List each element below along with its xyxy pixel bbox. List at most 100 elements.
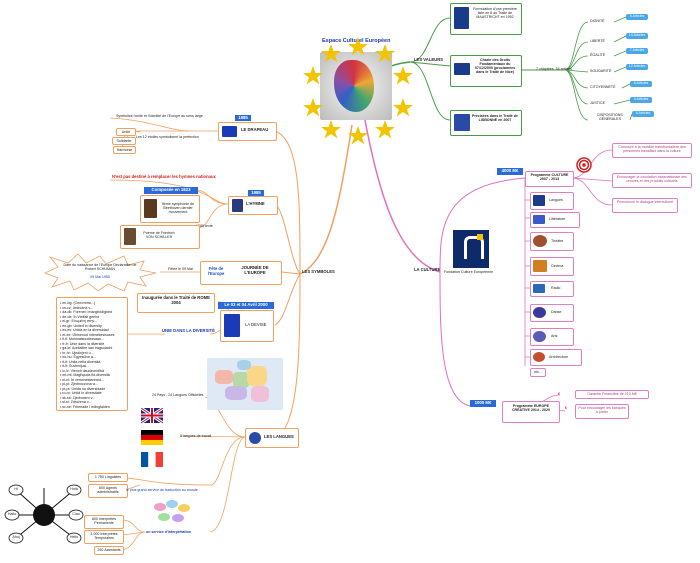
interpretes-title: un service d'interprétation	[146, 530, 191, 534]
hello-bubbles-image	[152, 500, 192, 524]
hymne-image	[232, 199, 243, 212]
translation-item: • fr-fr: Unie dans la diversité	[60, 341, 105, 346]
goal-0: Concourir à la mobilité transfrontalière…	[612, 143, 692, 158]
chapter-0: DIGNITÉ	[590, 19, 605, 23]
translation-item: • pl-pl: Zjednoczona w...	[60, 382, 99, 386]
chapter-4: CITOYENNETÉ	[590, 85, 616, 89]
branch-symboles: LES SYMBOLES	[302, 269, 335, 274]
item-cinema: Cinéma	[530, 257, 574, 276]
translation-item: • pt-pt: Unida na diversidade	[60, 386, 106, 391]
euro-sign-icon: €	[558, 392, 560, 396]
danse-item-icon	[533, 307, 546, 318]
hymne-composed: Composée en 1823	[144, 187, 198, 194]
treaty-image	[454, 7, 469, 29]
radio-item-icon	[533, 284, 545, 293]
interpretes-2: 250 Assistants	[94, 546, 124, 555]
devise-title: LA DEVISE	[245, 322, 267, 327]
devise-unie: UNIE DANS LA DIVERSITÉ	[162, 328, 215, 333]
euro-sign-icon-2: €	[565, 406, 567, 410]
hymne-note: N'est pas destiné à remplacer les hymnes…	[112, 174, 216, 179]
translations-list: • en-bg: (Сплотени...)• cs-cz: Jednotná …	[56, 297, 128, 411]
value-solidarite: Solidarité	[112, 137, 136, 145]
translation-item: • fi-fi: Moninaisuudessaan...	[60, 337, 105, 341]
charte-text: Charte des Droits Fondamentaux du 07/12/…	[474, 58, 516, 75]
valeurs-lisbonne-node: Précisées dans le Traité de LISBONNE en …	[450, 110, 522, 136]
item-architecture: Architecture	[530, 349, 582, 366]
valeurs-charte-node: Charte des Droits Fondamentaux du 07/12/…	[450, 55, 522, 87]
item-radio: Radio	[530, 281, 574, 297]
articles-4: 6 Articles	[630, 81, 652, 87]
drapeau-symbol: Symbolise l'unité et l'Identité de l'Eur…	[116, 114, 203, 118]
langues-item-icon	[533, 195, 545, 206]
lisbonne-image	[454, 114, 470, 131]
devise-badge: Le 03 et 04 Avril 2000	[218, 302, 274, 309]
programme1-node: Programme CULTURE 2007 - 2013	[525, 171, 574, 187]
goal-2: Promouvoir le dialogue interculturel	[612, 198, 678, 213]
langues-budget: le plus grand service de traduction au m…	[126, 488, 198, 492]
devise-origin: Inaugurée dans le Traité de ROME 2004	[142, 295, 210, 305]
hymne-title: L'HYMNE	[246, 201, 265, 206]
item-langues: Langues	[530, 192, 574, 210]
culture-badge-top: 4000 M€	[497, 168, 523, 175]
schiller-date: 1785 texte	[196, 224, 213, 228]
interpretes-1: 3 000 Interprètes Temporaires	[84, 530, 124, 544]
goal-1: Encourager la circulation transnationale…	[612, 173, 692, 188]
chapter-2: ÉGALITÉ	[590, 53, 606, 57]
linguistes-node: 1 750 Linguistes	[88, 473, 128, 482]
translation-item: • mt-mt: Magħquda fid-diversità	[60, 373, 110, 377]
beethoven-text: 9ème symphonie de Beethoven dernier mouv…	[161, 202, 195, 215]
drapeau-title: LE DRAPEAU	[241, 127, 269, 132]
devise-origin-node: Inaugurée dans le Traité de ROME 2004	[137, 293, 215, 313]
drapeau-badge: 1985	[235, 115, 251, 121]
bubble-2: Hallo	[7, 512, 17, 516]
burst-date: 09 Mai 1950	[90, 275, 110, 279]
central-image	[320, 52, 392, 120]
articles-1: 14 Articles	[626, 33, 648, 39]
agents-node: 600 Agents administratifs	[88, 484, 128, 498]
central-title: Espace Culturel Européen	[322, 38, 391, 44]
charter-book-image	[454, 63, 470, 75]
chapter-6: DISPOSITIONS GÉNÉRALES	[597, 113, 623, 122]
ec-goal-0: Garantie Financière de 210 M€	[575, 390, 649, 399]
lisbonne-text: Précisées dans le Traité de LISBONNE en …	[472, 114, 518, 123]
item-danse: Danse	[530, 304, 574, 322]
item-arts: Arts	[530, 328, 574, 346]
translation-item: • es-es: Unida en la diversidad	[60, 328, 109, 332]
translation-item: • ro-ro: Unită în diversitate	[60, 391, 102, 395]
translation-item: • sv-se: Förenade i mångfalden	[60, 404, 110, 409]
translation-item: • da-dk: Forenet i mangfoldighed	[60, 310, 113, 314]
drapeau-stars: Les 12 étoiles symbolisent la perfection	[136, 135, 199, 139]
chapter-1: LIBERTÉ	[590, 39, 605, 43]
schiller-text: Poème de Friedrich VON SCHILLER	[143, 231, 175, 240]
value-unite: Unité	[116, 128, 136, 136]
eu-flag-icon	[222, 126, 237, 137]
langues-travail: 3 langues de travail	[180, 434, 212, 438]
langues-node: LES LANGUES	[245, 428, 299, 448]
schiller-node: Poème de Friedrich VON SCHILLER	[120, 225, 200, 249]
eu-stars-ring	[303, 37, 413, 145]
articles-5: 4 Articles	[630, 97, 652, 103]
branch-culture: LA CULTURE	[414, 267, 441, 272]
formulation-text: Formulation d'une première liste en 8 du…	[473, 7, 517, 20]
translation-item: • en-bg: (Сплотени...)	[60, 301, 96, 305]
programme2-node: Programme EUROPE CRÉATIVE 2014 - 2020	[502, 401, 560, 423]
litterature-item-icon	[533, 215, 545, 224]
translation-item: • hr-hr: Ujedinjeni u...	[60, 350, 94, 355]
translation-item: • et-ee: Ühinenud mitmekesisuses	[60, 332, 115, 337]
translation-item: • el-gr: Ενωμένη στην...	[60, 319, 98, 323]
langues-count: 24 Pays - 24 Langues Officielles	[152, 393, 204, 397]
value-harmonie: Harmonie	[113, 146, 136, 154]
item-litterature: Littérature	[530, 212, 580, 228]
culture-badge-bot: 1000 M€	[470, 400, 496, 407]
translation-item: • en-gb: United in diversity	[60, 323, 102, 328]
europe-map	[207, 358, 283, 410]
translation-item: • lt-lt: Suvienijusi...	[60, 364, 90, 368]
bubble-4: Ahoj	[12, 535, 20, 539]
schiller-portrait	[124, 228, 136, 245]
translation-item: • cs-cz: Jednotná v...	[60, 305, 93, 310]
bubble-3: Ciao	[72, 512, 80, 516]
translation-item: • lv-lv: Vienoti daudzveidībā	[60, 368, 104, 373]
chapter-5: JUSTICE	[590, 101, 605, 105]
langues-globe-icon	[249, 432, 261, 444]
journee-date: Fêtée le 09 Mai	[168, 267, 193, 271]
